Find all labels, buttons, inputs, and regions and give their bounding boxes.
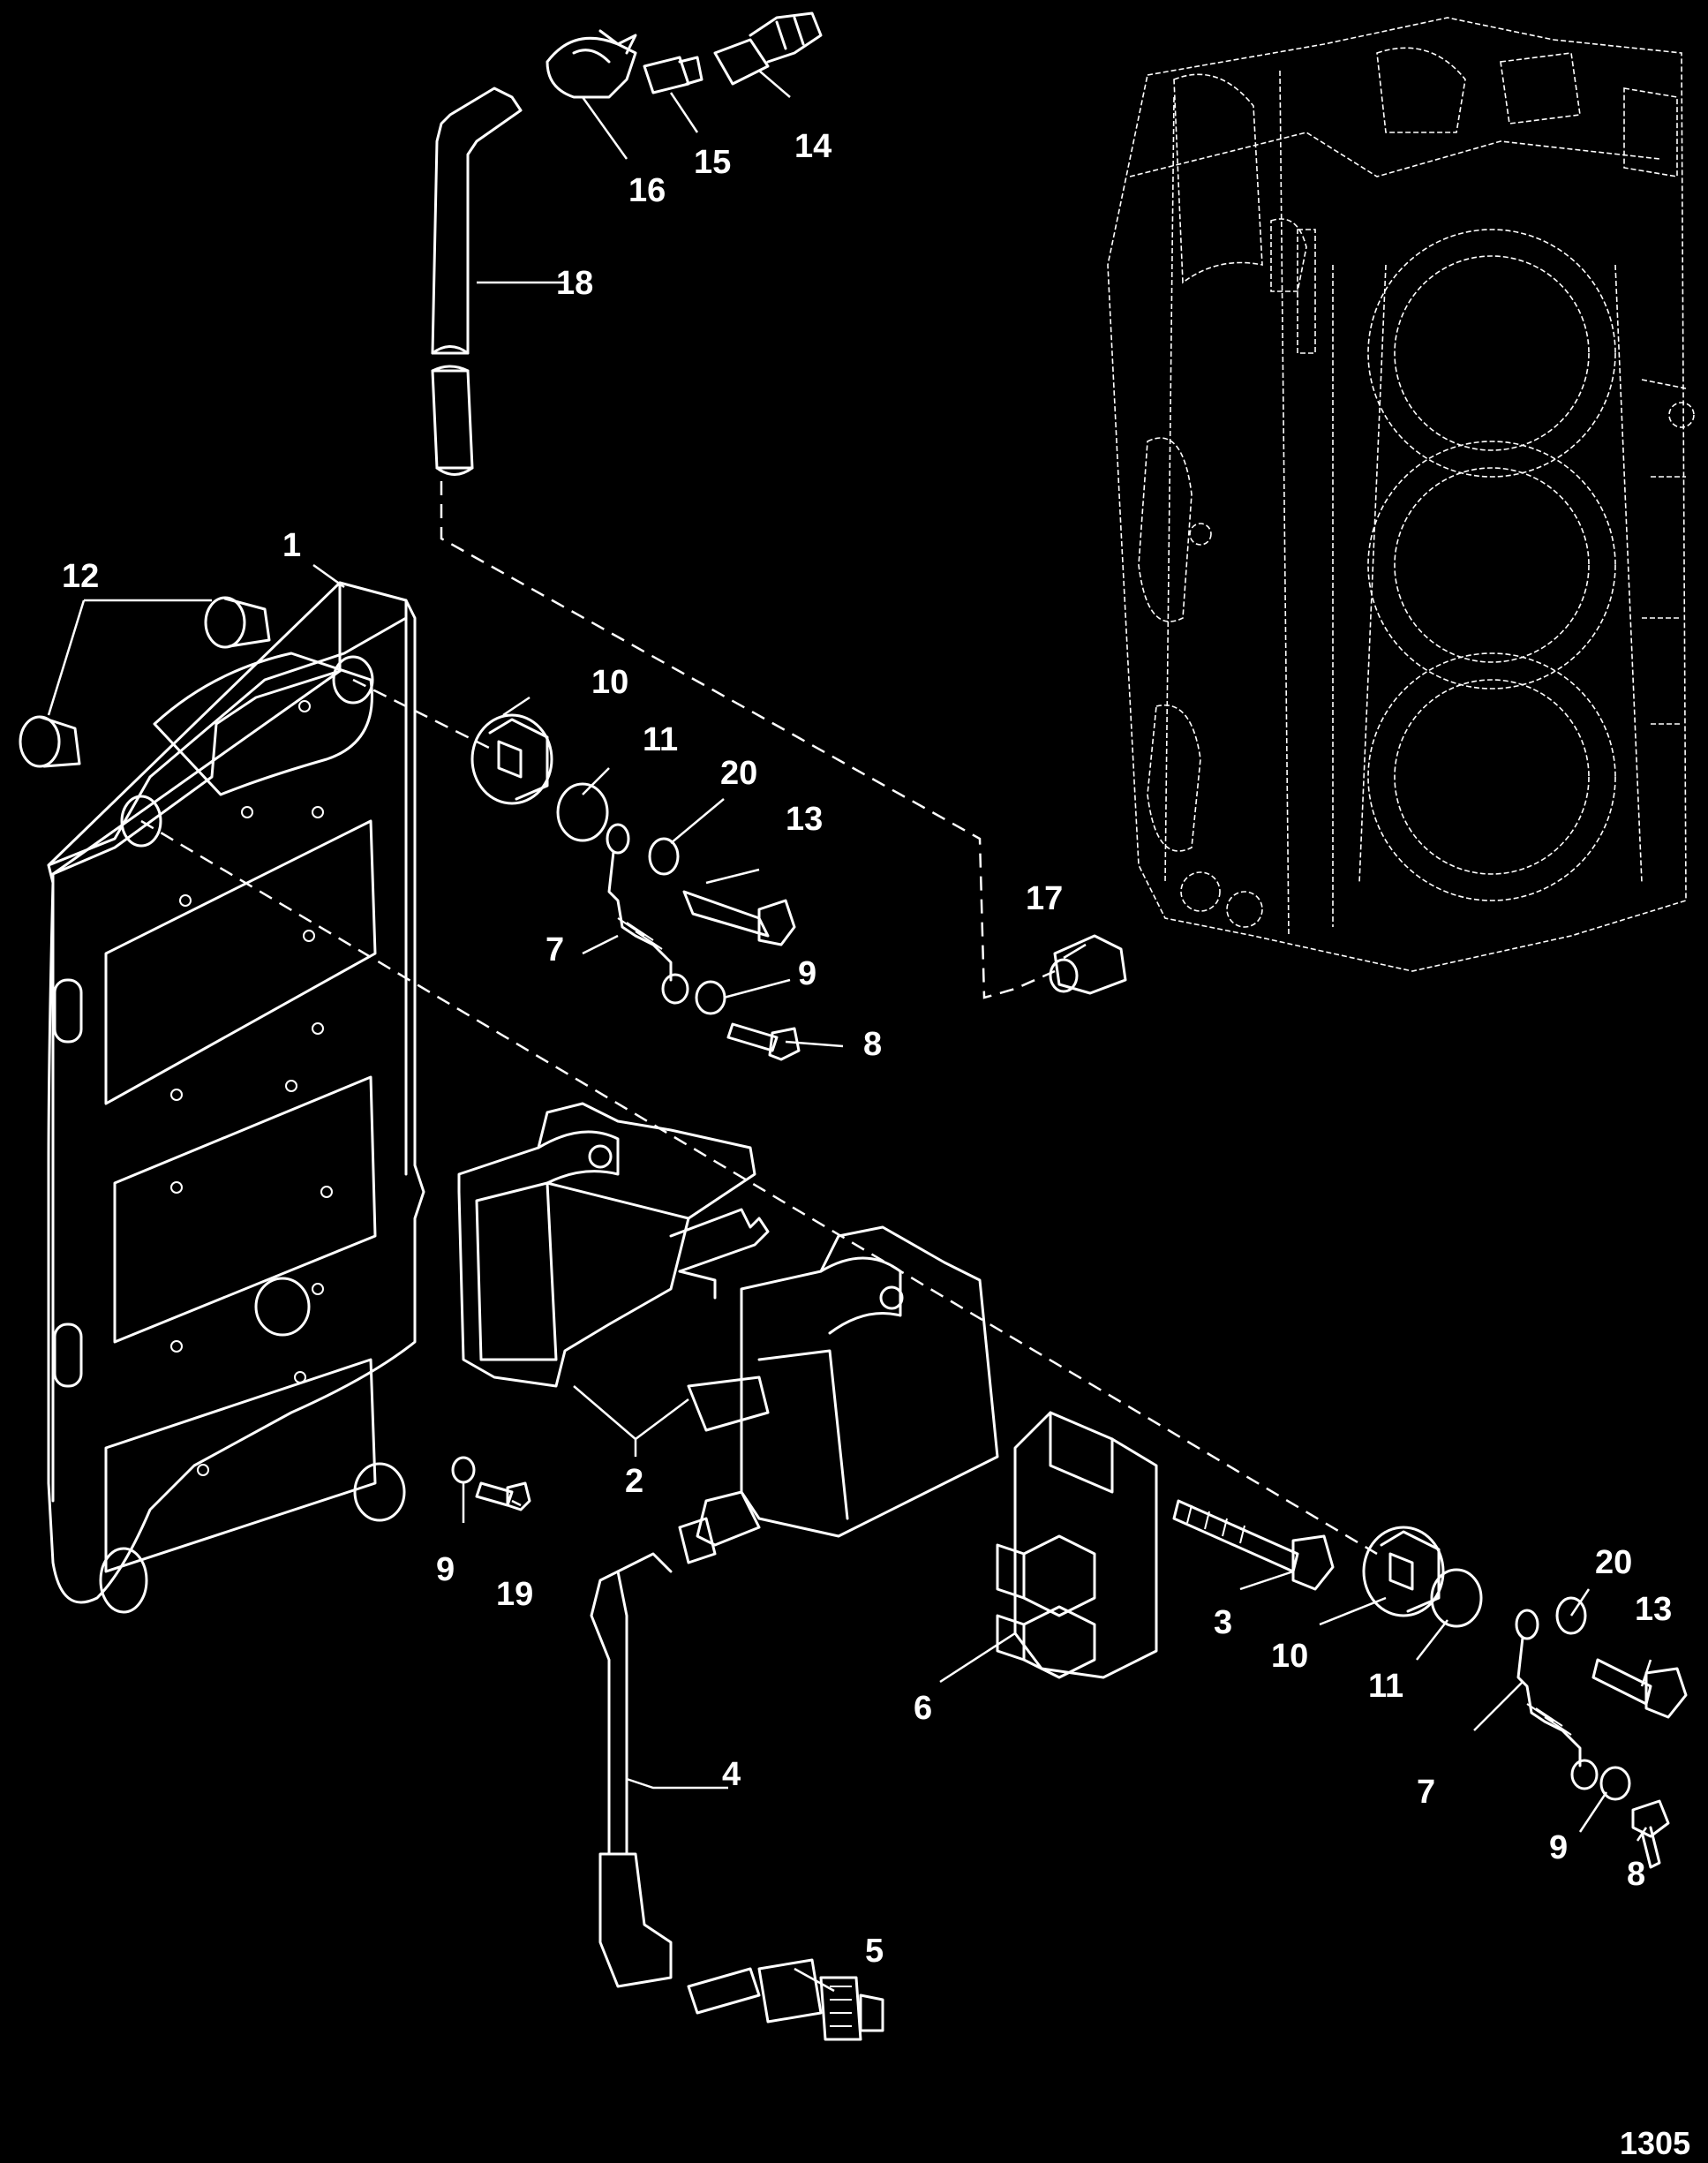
callout-19: 19 — [496, 1576, 533, 1613]
leader-lines — [47, 70, 1652, 1993]
washer-11a — [556, 782, 609, 842]
hose-clamp — [546, 29, 637, 99]
grommet-12b — [19, 715, 81, 768]
figure-number: 1305 — [1620, 2125, 1690, 2161]
callout-4: 4 — [722, 1756, 741, 1793]
rubber-mount-10b — [1362, 1526, 1445, 1617]
alignment-line-hose — [440, 481, 1056, 999]
callout-2: 2 — [625, 1463, 643, 1500]
callout-17: 17 — [1026, 880, 1063, 917]
callout-8b: 8 — [1627, 1856, 1645, 1893]
callout-20a: 20 — [720, 755, 757, 792]
callout-20b: 20 — [1595, 1544, 1632, 1581]
rubber-mount-10a — [470, 713, 553, 805]
washer-20b — [1555, 1596, 1587, 1635]
callout-9c: 9 — [436, 1551, 455, 1588]
sensor-14 — [713, 11, 823, 86]
fitting-15 — [643, 56, 704, 94]
spark-plug — [687, 1958, 884, 2041]
callout-labels: 1 12 10 11 20 13 7 9 8 17 18 16 15 14 2 … — [62, 128, 1690, 2161]
callout-15: 15 — [694, 144, 731, 181]
callout-7a: 7 — [546, 931, 564, 968]
callout-9b: 9 — [1549, 1829, 1568, 1866]
callout-13b: 13 — [1635, 1591, 1672, 1628]
alignment-line-mount-bottom — [140, 819, 1378, 1556]
fitting-17 — [1049, 934, 1127, 995]
ignition-mounting-plate — [47, 581, 425, 1614]
washer-9b — [1599, 1766, 1631, 1801]
callout-7b: 7 — [1417, 1774, 1435, 1811]
ignition-coil-upper — [457, 1102, 770, 1388]
callout-9a: 9 — [798, 955, 816, 992]
callout-5: 5 — [865, 1933, 884, 1970]
callout-6: 6 — [914, 1690, 932, 1727]
ground-harness-7a — [606, 823, 689, 1005]
callout-8a: 8 — [863, 1026, 882, 1063]
callout-10a: 10 — [591, 664, 628, 701]
bolt-13b — [1591, 1658, 1688, 1719]
coil-bracket-connector — [996, 1411, 1158, 1679]
bolt-19 — [475, 1481, 531, 1511]
alignment-line-mount-top — [352, 678, 495, 752]
bolt-8b — [1631, 1799, 1670, 1869]
spark-plug-lead — [590, 1552, 673, 1988]
engine-block — [1107, 17, 1695, 972]
washer-9c — [451, 1456, 476, 1484]
callout-13a: 13 — [786, 801, 823, 838]
callout-16: 16 — [628, 172, 666, 209]
washer-11b — [1430, 1568, 1483, 1628]
callout-12: 12 — [62, 558, 99, 595]
bolt-13a — [682, 890, 796, 946]
ignition-coil-lower — [678, 1225, 999, 1564]
callout-1: 1 — [282, 527, 301, 564]
ground-harness-7b — [1515, 1609, 1599, 1790]
callout-11b: 11 — [1368, 1668, 1403, 1705]
callout-3: 3 — [1214, 1604, 1232, 1641]
hose — [431, 87, 523, 476]
callout-18: 18 — [556, 265, 593, 302]
bolt-8a — [726, 1022, 801, 1061]
washer-20a — [648, 837, 680, 876]
grommet-12a — [204, 596, 271, 649]
callout-10b: 10 — [1271, 1638, 1308, 1675]
callout-11a: 11 — [643, 721, 678, 758]
washer-9a — [695, 980, 726, 1015]
leader-2 — [573, 1385, 689, 1440]
callout-14: 14 — [794, 128, 831, 165]
